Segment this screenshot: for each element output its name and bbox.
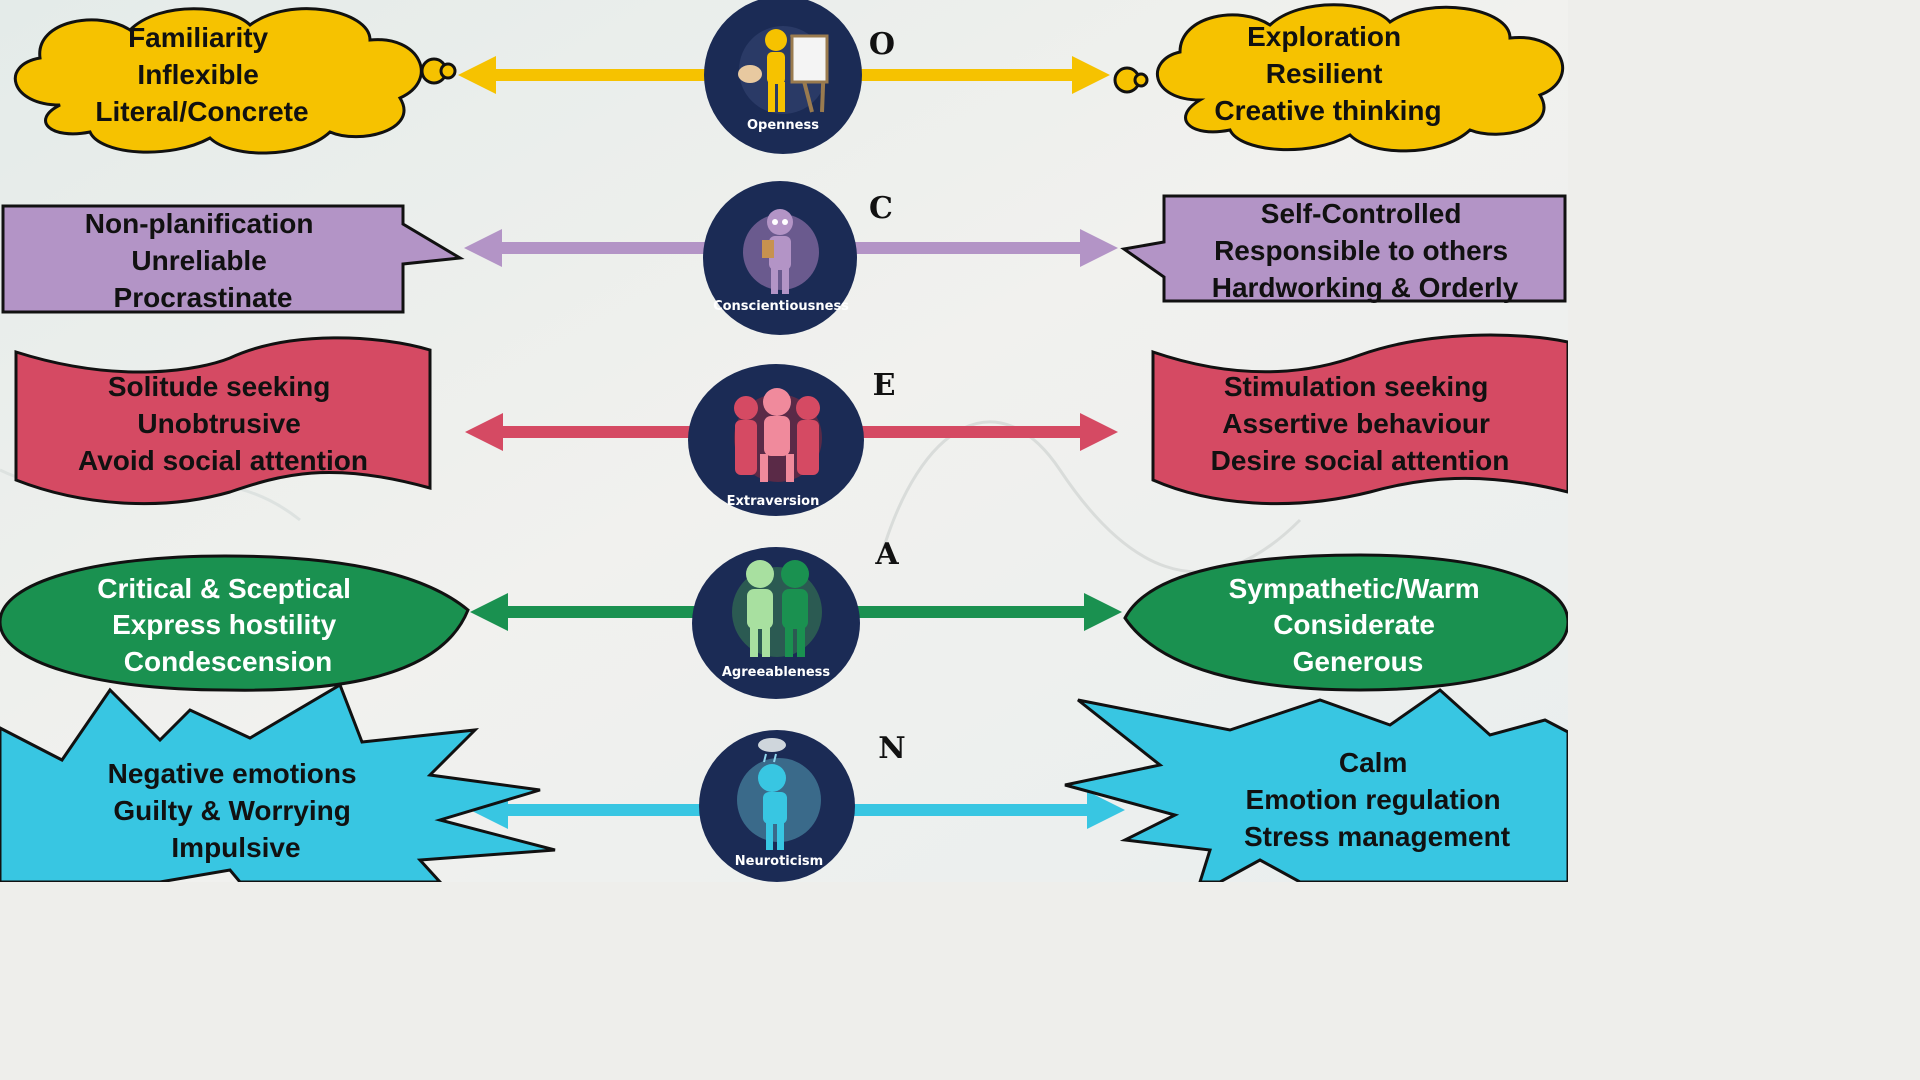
left-trait-line: Procrastinate [114,282,293,313]
right-trait-line: Emotion regulation [1246,784,1501,815]
badge-conscientiousness: Conscientiousness [703,181,857,335]
trait-row-extraversion: Solitude seeking Unobtrusive Avoid socia… [14,333,1568,516]
trait-row-neuroticism: Negative emotions Guilty & Worrying Impu… [0,682,1568,882]
trait-letter: O [869,27,895,62]
neuroticism-high-traits: Calm Emotion regulation Stress managemen… [1244,747,1510,852]
painter-at-easel-icon [738,26,829,114]
left-trait-line: Guilty & Worrying [113,795,351,826]
right-trait-line: Hardworking & Orderly [1212,272,1519,303]
trait-row-conscientiousness: Non-planification Unreliable Procrastina… [1,181,1567,335]
thought-cloud-left [13,7,457,155]
right-trait-line: Generous [1293,646,1424,677]
wave-banner-right [1151,333,1568,506]
openness-low-traits: Familiarity Inflexible Literal/Concrete [95,22,308,127]
group-of-people-icon [734,388,822,482]
left-trait-line: Inflexible [137,59,258,90]
right-trait-line: Creative thinking [1214,95,1441,126]
trait-row-openness: Familiarity Inflexible Literal/Concrete … [13,0,1565,155]
left-trait-line: Avoid social attention [78,445,368,476]
left-trait-line: Express hostility [112,609,337,640]
extraversion-high-traits: Stimulation seeking Assertive behaviour … [1211,371,1510,476]
right-trait-line: Sympathetic/Warm [1229,573,1480,604]
left-trait-line: Critical & Sceptical [97,573,351,604]
oval-callout-left [0,554,470,692]
two-friends-icon [732,560,822,657]
trait-row-agreeableness: Critical & Sceptical Express hostility C… [0,537,1568,699]
left-trait-line: Familiarity [128,22,268,53]
right-trait-line: Resilient [1266,58,1383,89]
arrow-head-right [1080,413,1118,451]
badge-label: Neuroticism [735,854,823,869]
left-trait-line: Negative emotions [108,758,357,789]
person-with-clipboard-icon [743,209,819,294]
openness-high-traits: Exploration Resilient Creative thinking [1214,21,1441,126]
thought-bubble-dot [439,62,457,80]
left-trait-line: Non-planification [85,208,314,239]
arrow-head-left [464,229,502,267]
badge-label: Agreeableness [722,665,831,680]
right-trait-line: Self-Controlled [1261,198,1462,229]
right-trait-line: Calm [1339,747,1407,778]
arrow-head-right [1080,229,1118,267]
badge-extraversion: Extraversion [688,364,864,516]
cloud-shape [1155,3,1565,153]
arrow-head-right [1087,791,1125,829]
right-trait-line: Desire social attention [1211,445,1510,476]
conscientiousness-low-traits: Non-planification Unreliable Procrastina… [85,208,321,313]
right-trait-line: Stimulation seeking [1224,371,1489,402]
left-trait-line: Unobtrusive [137,408,300,439]
right-trait-line: Responsible to others [1214,235,1508,266]
trait-letter: E [873,368,896,403]
speech-callout-left [1,204,465,314]
neuroticism-low-traits: Negative emotions Guilty & Worrying Impu… [108,758,365,863]
arrow-head-right [1084,593,1122,631]
right-trait-line: Considerate [1273,609,1435,640]
oval-callout-right [1123,553,1568,692]
left-trait-line: Literal/Concrete [95,96,308,127]
arrow-head-left [470,593,508,631]
arrow-head-left [465,413,503,451]
right-trait-line: Assertive behaviour [1222,408,1490,439]
wave-banner-left [14,336,432,506]
badge-label: Extraversion [727,494,820,509]
thought-bubble-dot [1133,72,1149,88]
thought-cloud-right [1113,3,1565,153]
agreeableness-low-traits: Critical & Sceptical Express hostility C… [97,573,358,677]
trait-letter: C [869,191,893,226]
right-trait-line: Exploration [1247,21,1401,52]
left-trait-line: Impulsive [171,832,300,863]
left-trait-line: Unreliable [131,245,266,276]
cloud-shape [13,7,423,155]
extraversion-low-traits: Solitude seeking Unobtrusive Avoid socia… [78,371,368,476]
starburst-left [0,682,556,882]
badge-label: Conscientiousness [713,299,849,314]
left-trait-line: Solitude seeking [108,371,331,402]
left-trait-line: Condescension [124,646,332,677]
badge-agreeableness: Agreeableness [692,547,860,699]
badge-neuroticism: Neuroticism [699,730,855,882]
starburst-right [1064,688,1568,882]
agreeableness-high-traits: Sympathetic/Warm Considerate Generous [1229,573,1488,677]
right-trait-line: Stress management [1244,821,1510,852]
arrow-head-right [1072,56,1110,94]
speech-callout-right [1120,194,1567,303]
badge-openness: Openness [704,0,862,154]
conscientiousness-high-traits: Self-Controlled Responsible to others Ha… [1212,198,1519,303]
sad-person-under-rain-cloud-icon [737,738,821,850]
badge-label: Openness [747,118,819,133]
trait-letter: A [874,537,899,572]
big-five-diagram: Familiarity Inflexible Literal/Concrete … [0,0,1568,882]
trait-letter: N [878,731,905,766]
arrow-head-left [458,56,496,94]
